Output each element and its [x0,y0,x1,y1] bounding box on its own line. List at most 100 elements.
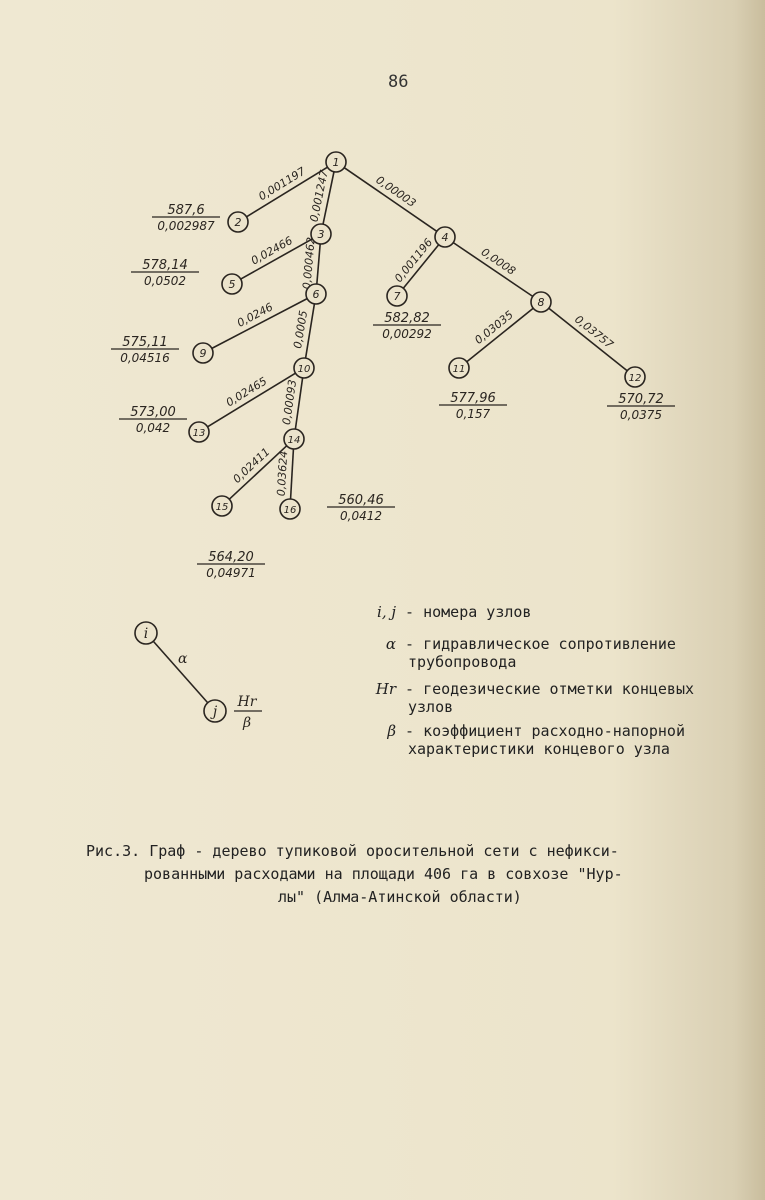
edge-8-12 [548,307,628,372]
node-number: 11 [453,364,466,375]
node-14: 14 [283,428,305,450]
node-number: 3 [318,228,325,241]
caption-line-3: лы" (Алма-Атинской области) [278,888,522,906]
edge-3-5 [240,238,313,280]
legend-text: - геодезические отметки концевых [405,680,695,698]
legend-item-resistance: α - гидравлическое сопротивление [356,635,676,653]
beta-coefficient: 0,0502 [144,274,186,288]
legend-text: - коэффициент расходно-напорной [405,722,685,740]
page-number: 86 [388,72,409,92]
node-number: 5 [229,278,236,291]
node-10: 10 [293,357,315,379]
beta-coefficient: 0,00292 [382,327,432,341]
end-node-label-11: 577,960,157 [439,391,507,421]
edge-6-9 [211,297,308,350]
node-number: 10 [298,364,311,375]
legend-item-coefficient: β - коэффициент расходно-напорной [356,722,685,740]
legend-symbol: i, j [377,603,396,621]
legend-text-cont: характеристики концевого узла [408,740,670,758]
beta-coefficient: 0,04971 [206,566,256,580]
node-number: 9 [200,347,207,360]
beta-coefficient: 0,0375 [620,408,662,422]
node-number: 14 [288,435,301,446]
node-6: 6 [305,283,327,305]
edge-1-4 [343,167,438,232]
end-node-label-2: 587,60,002987 [152,203,220,233]
node-number: 15 [216,502,229,513]
geodetic-mark: 582,82 [384,311,430,326]
node-number: 8 [538,296,545,309]
node-number: 6 [313,288,320,301]
svg-text:i: i [144,626,148,642]
geodetic-mark: 560,46 [338,493,384,508]
geodetic-mark: 564,20 [208,550,254,565]
node-3: 3 [310,223,332,245]
edge-alpha-label: 0,001196 [392,236,435,285]
edge-alpha-label: 0,02465 [224,375,270,410]
legend-key-node-i: i [134,621,158,645]
geodetic-mark: 578,14 [142,258,188,273]
figure-caption: Рис.3. Граф - дерево тупиковой ороситель… [86,840,686,909]
geodetic-mark: 573,00 [130,405,176,420]
legend-key-edge [152,640,209,704]
legend-key-alpha: α [178,651,188,667]
node-number: 7 [394,290,401,303]
geodetic-mark: 570,72 [618,392,664,407]
end-node-label-15: 564,200,04971 [197,550,265,580]
node-number: 1 [333,156,340,169]
edge-1-2 [246,166,328,218]
node-1: 1 [325,151,347,173]
edge-8-11 [466,307,534,363]
end-node-label-13: 573,000,042 [119,405,187,435]
node-number: 4 [442,231,449,244]
edge-4-8 [452,241,534,298]
node-number: 2 [235,216,242,229]
node-9: 9 [192,342,214,364]
node-16: 16 [279,498,301,520]
legend-key-beta: β [242,715,251,731]
beta-coefficient: 0,002987 [157,219,215,233]
edge-14-16 [289,448,295,500]
legend-key-node-j: j [203,699,227,723]
node-13: 13 [188,421,210,443]
edge-alpha-label: 0,00093 [280,379,299,426]
legend-symbol: α [385,635,396,653]
edge-alpha-label: 0,0005 [291,309,310,349]
legend-text-cont: трубопровода [408,653,517,671]
edge-1-3 [322,171,335,225]
legend-text-cont: узлов [408,698,454,716]
edge-alpha-label: 0,03624 [275,450,291,496]
svg-text:j: j [210,704,218,720]
edge-14-15 [228,445,288,500]
node-5: 5 [221,273,243,295]
geodetic-mark: 575,11 [122,335,168,350]
node-4: 4 [434,226,456,248]
node-11: 11 [448,357,470,379]
geodetic-mark: 587,6 [167,203,204,218]
end-node-label-7: 582,820,00292 [373,311,441,341]
node-number: 13 [193,428,206,439]
legend-symbol: Hr [375,680,396,698]
beta-coefficient: 0,04516 [120,351,170,365]
caption-line-2: рованными расходами на площади 406 га в … [144,865,623,883]
node-15: 15 [211,495,233,517]
node-number: 12 [629,373,642,384]
beta-coefficient: 0,042 [136,421,170,435]
end-node-label-5: 578,140,0502 [131,258,199,288]
legend-item-geodetic: Hr - геодезические отметки концевых [356,680,694,698]
node-2: 2 [227,211,249,233]
edge-10-13 [207,372,296,428]
end-node-label-12: 570,720,0375 [607,392,675,422]
edge-6-10 [304,303,316,359]
legend-symbol: β [387,722,396,740]
beta-coefficient: 0,157 [456,407,491,421]
legend-text: - номера узлов [405,603,532,621]
node-12: 12 [624,366,646,388]
beta-coefficient: 0,0412 [340,509,382,523]
end-node-label-9: 575,110,04516 [111,335,179,365]
node-number: 16 [284,505,297,516]
caption-line-1: Рис.3. Граф - дерево тупиковой ороситель… [86,842,619,860]
node-8: 8 [530,291,552,313]
edge-10-14 [294,377,304,430]
